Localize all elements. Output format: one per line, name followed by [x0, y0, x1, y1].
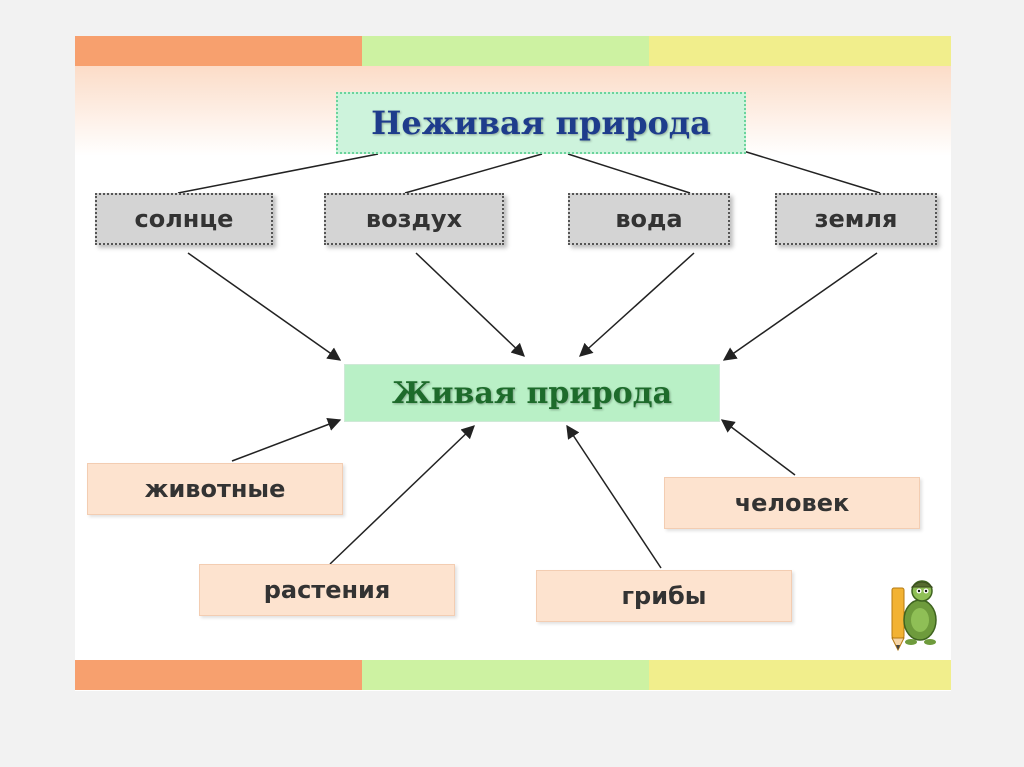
node-plants: растения [199, 564, 455, 616]
arrow-human-to-living [720, 419, 796, 476]
top-stripe [75, 36, 951, 66]
stripe-yellow [649, 36, 951, 66]
node-animals: животные [87, 463, 343, 515]
node-human: человек [664, 477, 920, 529]
line-top-to-water [567, 153, 691, 194]
living-nature-title: Живая природа [344, 364, 720, 422]
arrow-animals-to-living [231, 418, 342, 462]
line-top-to-earth [739, 149, 881, 194]
node-earth: земля [775, 193, 937, 245]
stripe-yellow [649, 660, 951, 690]
turtle-pencil-icon [891, 580, 937, 652]
arrow-plants-to-living [329, 425, 475, 565]
arrow-air-to-living [415, 252, 525, 357]
stripe-orange [75, 36, 362, 66]
arrow-mushrooms-to-living [566, 424, 662, 569]
node-water: вода [568, 193, 730, 245]
node-mushrooms: грибы [536, 570, 792, 622]
line-top-to-sun [177, 153, 379, 194]
bottom-stripe [75, 660, 951, 690]
arrow-earth-to-living [722, 252, 878, 361]
arrow-water-to-living [578, 252, 695, 357]
line-top-to-air [404, 153, 543, 194]
inanimate-nature-title: Неживая природа [336, 92, 746, 154]
node-air: воздух [324, 193, 504, 245]
stripe-orange [75, 660, 362, 690]
stripe-green [362, 36, 649, 66]
node-sun: солнце [95, 193, 273, 245]
stripe-green [362, 660, 649, 690]
arrow-sun-to-living [187, 252, 342, 361]
